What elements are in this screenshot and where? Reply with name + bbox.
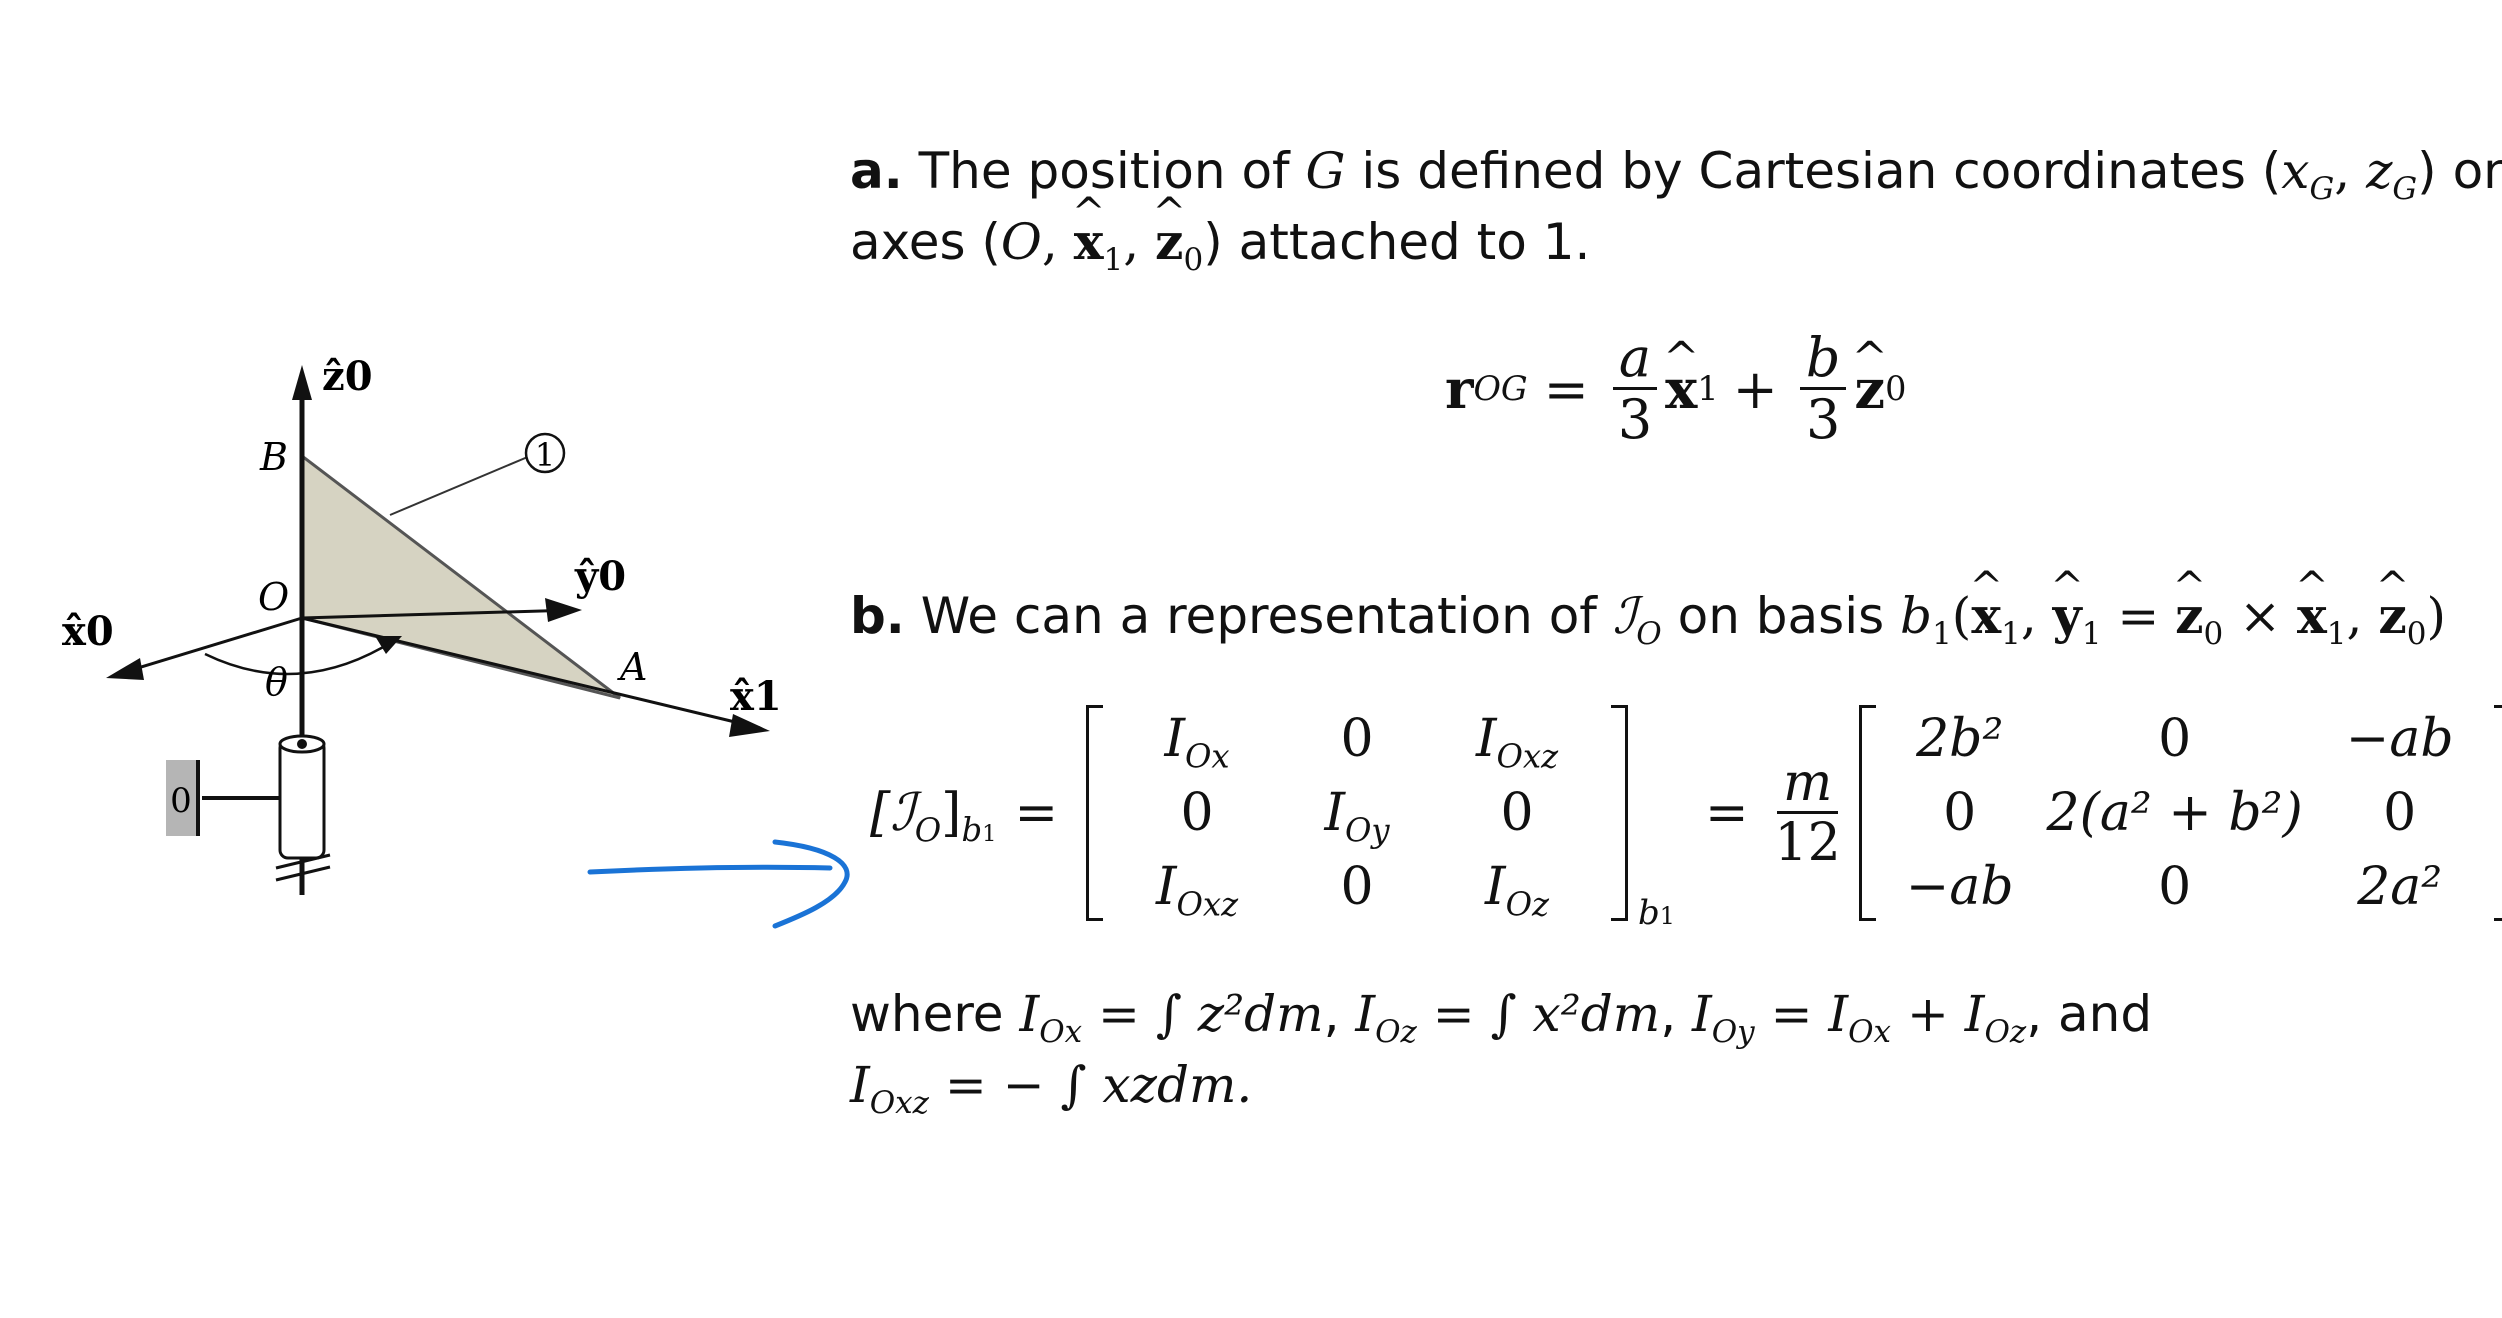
part-a-marker: a. xyxy=(850,142,903,200)
body-leader-line xyxy=(389,455,531,516)
symbol-xG: x xyxy=(2281,142,2310,200)
ioz-definition: ∫ x²dm xyxy=(1490,985,1661,1043)
where-line-2: IOxz = − ∫ xzdm. xyxy=(850,1056,1253,1121)
rigid-body-figure: 1 0 ẑ0 ŷ0 x̂0 x̂1 B O A θ xyxy=(62,353,782,895)
iox-definition: ∫ z²dm xyxy=(1155,985,1324,1043)
m1-cell: IOxz xyxy=(1475,709,1559,776)
label-x1: x̂1 xyxy=(730,673,782,720)
bearing-cylinder xyxy=(278,738,326,860)
m2-cell: −ab xyxy=(2345,709,2454,769)
label-theta: θ xyxy=(265,660,288,704)
m1-cell: 0 xyxy=(1500,783,1534,843)
theta-arrowhead xyxy=(375,636,402,654)
eq2-lhs: [ℐO]b1 xyxy=(870,783,997,850)
shaft-hatch-2 xyxy=(275,865,331,882)
annotation-arrow-shaft xyxy=(587,864,833,875)
annotation-arrow-head xyxy=(772,839,850,929)
m2-cell: 0 xyxy=(1943,783,1977,843)
label-z0: ẑ0 xyxy=(322,353,373,400)
theta-arc xyxy=(204,638,396,676)
label-B: B xyxy=(259,435,288,479)
label-x0: x̂0 xyxy=(62,608,114,655)
x0-axis xyxy=(114,616,303,677)
body-label-1: 1 xyxy=(535,436,555,474)
symbol-basis: b xyxy=(1900,587,1933,645)
y0-axis xyxy=(301,608,576,620)
ground-label-0: 0 xyxy=(170,781,192,821)
z0-arrowhead xyxy=(292,365,312,400)
label-A: A xyxy=(617,645,647,689)
m1-cell: IOy xyxy=(1324,783,1390,850)
part-a-line2-end: ) attached to 1. xyxy=(1203,213,1591,271)
label-y0: ŷ0 xyxy=(574,553,626,600)
part-b-line: b. We can a representation of ℐO on basi… xyxy=(850,586,2446,649)
part-a-line2: axes (O, x1, z0) attached to 1. xyxy=(850,212,1591,275)
pivot-point xyxy=(297,739,307,749)
word-and: , and xyxy=(2026,985,2153,1043)
symbol-G: G xyxy=(1305,142,1346,200)
m1-cell: 0 xyxy=(1340,857,1374,917)
part-a-text-rest: is defined by Cartesian coordinates ( xyxy=(1345,142,2282,200)
part-a-text-end: ) on xyxy=(2417,142,2502,200)
m1-cell: 0 xyxy=(1180,783,1214,843)
ground-block xyxy=(166,760,196,836)
part-a-line2-start: axes ( xyxy=(850,213,1001,271)
m1-basis-label: b1 xyxy=(1638,893,1675,933)
part-a-line1: a. The position of G is defined by Carte… xyxy=(850,142,2502,204)
m2-cell: 2a² xyxy=(2357,857,2443,917)
shaft-hatch-1 xyxy=(275,853,331,870)
m2-cell: −ab xyxy=(1905,857,2014,917)
m1-cell: IOz xyxy=(1485,857,1550,924)
m2-cell: 0 xyxy=(2158,709,2192,769)
body-label-circle xyxy=(524,432,566,474)
m2-cell: 0 xyxy=(2158,857,2192,917)
symbol-O: O xyxy=(1000,213,1042,271)
part-b-text: We can a representation of xyxy=(904,587,1613,645)
position-equation: rOG = a3 x1 + b3 z0 xyxy=(1445,329,1906,448)
m2-cell: 0 xyxy=(2383,783,2417,843)
symbol-zG: z xyxy=(2366,142,2393,200)
part-b-marker: b. xyxy=(850,587,905,645)
m2-cell: 2(a² + b²) xyxy=(2046,783,2303,843)
label-O: O xyxy=(258,575,289,619)
m1-cell: IOx xyxy=(1164,709,1230,776)
inertia-value-matrix: 2b² 0 −ab 0 2(a² + b²) 0 −ab 0 2a² xyxy=(1858,705,2502,921)
m1-cell: 0 xyxy=(1340,709,1374,769)
x1-arrowhead xyxy=(729,714,770,737)
part-b-text2: on basis xyxy=(1661,587,1901,645)
y0-arrowhead xyxy=(545,598,582,622)
where-line-1: where IOx = ∫ z²dm, IOz = ∫ x²dm, IOy = … xyxy=(850,985,2153,1050)
ioxz-definition: − ∫ xzdm. xyxy=(1002,1056,1253,1114)
inertia-matrix-equation: [ℐO]b1 = IOx 0 IOxz 0 IOy 0 IOxz 0 IOz b… xyxy=(870,705,2502,933)
m1-cell: IOxz xyxy=(1155,857,1239,924)
eq1-lhs: r xyxy=(1445,357,1474,422)
handdrawn-arrow-annotation xyxy=(587,839,850,929)
symbol-inertia: ℐ xyxy=(1612,587,1637,645)
inertia-symbol-matrix: IOx 0 IOxz 0 IOy 0 IOxz 0 IOz xyxy=(1086,705,1629,924)
m2-cell: 2b² xyxy=(1916,709,2004,769)
word-where: where xyxy=(850,985,1020,1043)
x0-arrowhead xyxy=(106,658,144,680)
